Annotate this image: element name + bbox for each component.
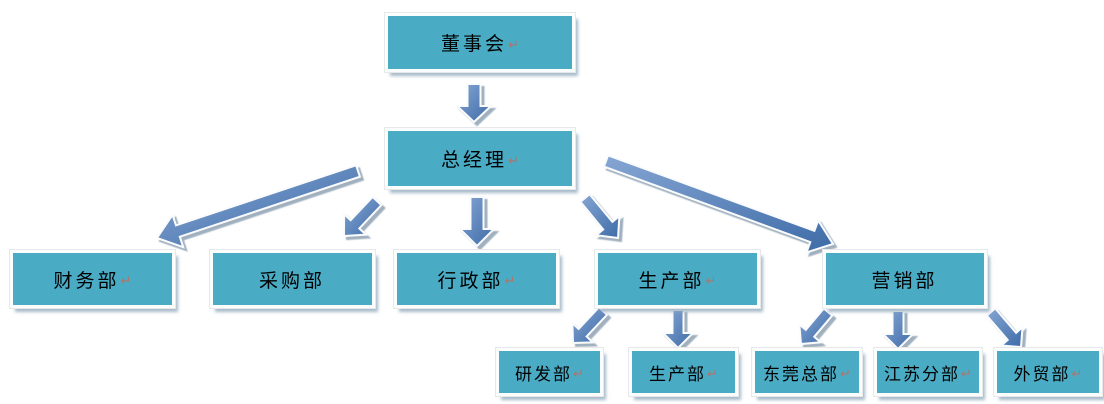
paragraph-mark-icon: ↵ — [705, 273, 717, 288]
org-node-label: 生产部 — [649, 364, 707, 384]
connector-arrow-production-production2[interactable] — [660, 309, 696, 350]
org-node-production2[interactable]: 生产部↵ — [629, 348, 738, 396]
paragraph-mark-icon: ↵ — [508, 152, 519, 168]
org-node-jiangsu[interactable]: 江苏分部↵ — [874, 348, 982, 396]
org-node-label: 江苏分部 — [884, 364, 961, 384]
org-node-label: 董事会 — [441, 34, 508, 55]
org-node-label: 研发部 — [515, 364, 573, 384]
connector-arrow-marketing-trade[interactable] — [985, 306, 1024, 349]
paragraph-mark-icon: ↵ — [1071, 366, 1083, 381]
org-node-label: 生产部 — [638, 270, 705, 292]
connector-arrow-production-rd[interactable] — [571, 305, 609, 345]
org-node-label: 行政部 — [437, 270, 504, 292]
org-node-label: 外贸部 — [1013, 364, 1071, 384]
org-node-admin[interactable]: 行政部↵ — [394, 250, 559, 308]
paragraph-mark-icon: ↵ — [840, 366, 851, 381]
org-node-purchasing[interactable]: 采购部 — [210, 250, 375, 308]
paragraph-mark-icon: ↵ — [508, 36, 519, 52]
org-node-label: 总经理 — [441, 150, 508, 171]
org-node-finance[interactable]: 财务部↵ — [10, 250, 175, 308]
org-node-dongguan[interactable]: 东莞总部↵ — [752, 348, 862, 396]
org-node-trade[interactable]: 外贸部↵ — [994, 348, 1102, 396]
org-node-gm[interactable]: 总经理↵ — [385, 128, 575, 189]
org-node-label: 东莞总部 — [763, 364, 840, 384]
org-node-label: 营销部 — [871, 270, 938, 292]
paragraph-mark-icon: ↵ — [504, 273, 516, 288]
connector-arrow-gm-purchasing[interactable] — [342, 195, 383, 238]
org-node-label: 采购部 — [258, 270, 325, 292]
org-node-production[interactable]: 生产部↵ — [595, 250, 760, 308]
connector-arrow-gm-admin[interactable] — [457, 196, 497, 248]
org-node-board[interactable]: 董事会↵ — [385, 13, 575, 72]
connector-arrow-board-gm[interactable] — [454, 83, 494, 124]
connector-arrow-marketing-dongguan[interactable] — [798, 307, 834, 346]
org-node-label: 财务部 — [53, 270, 120, 292]
paragraph-mark-icon: ↵ — [573, 366, 584, 381]
paragraph-mark-icon: ↵ — [120, 273, 132, 288]
connector-arrow-gm-production[interactable] — [578, 192, 621, 240]
org-node-rd[interactable]: 研发部↵ — [496, 348, 603, 396]
connector-arrow-marketing-jiangsu[interactable] — [880, 310, 916, 351]
connector-arrow-gm-finance[interactable] — [155, 164, 362, 249]
paragraph-mark-icon: ↵ — [961, 366, 972, 381]
org-node-marketing[interactable]: 营销部 — [823, 250, 987, 308]
paragraph-mark-icon: ↵ — [707, 366, 718, 381]
connector-arrow-gm-marketing[interactable] — [602, 154, 835, 254]
